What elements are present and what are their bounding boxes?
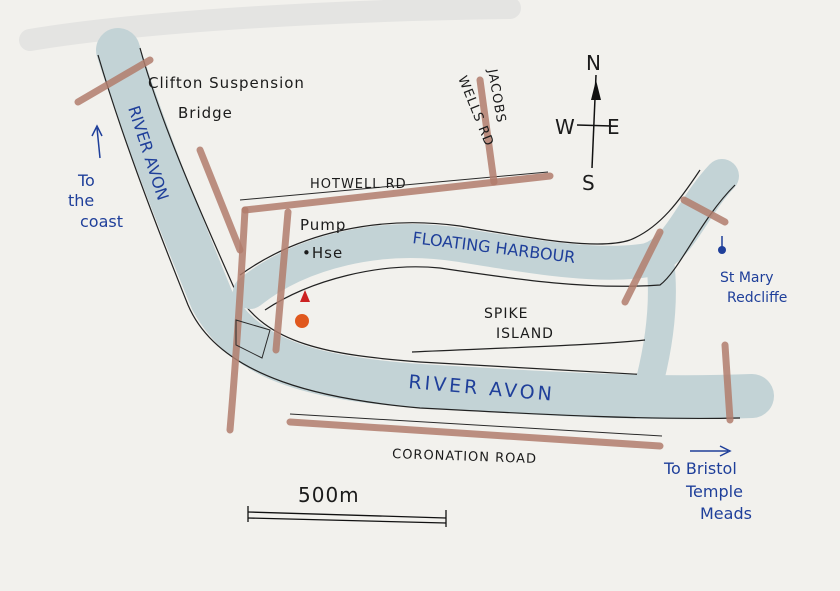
label-pump-1: Pump bbox=[300, 216, 346, 234]
label-st-mary-2: Redcliffe bbox=[727, 290, 787, 306]
scale-bar: 500m bbox=[247, 483, 447, 527]
to-coast-arrow-icon bbox=[91, 124, 103, 159]
compass-rose: N W E S bbox=[555, 51, 621, 195]
paper-wash bbox=[19, 0, 521, 51]
label-coronation-road: CORONATION ROAD bbox=[392, 447, 537, 467]
compass-w: W bbox=[555, 115, 576, 139]
label-to-coast-2: the bbox=[68, 191, 94, 210]
label-to-coast-1: To bbox=[77, 171, 95, 190]
label-clifton-bridge-2: Bridge bbox=[178, 104, 233, 122]
label-pump-2: •Hse bbox=[302, 244, 343, 262]
label-clifton-bridge-1: Clifton Suspension bbox=[148, 74, 305, 92]
label-hotwell-rd: HOTWELL RD bbox=[310, 177, 407, 192]
north-arrow-icon bbox=[591, 80, 601, 100]
location-dot-icon bbox=[295, 314, 309, 328]
river-avon-water bbox=[96, 28, 774, 420]
scale-bar-label: 500m bbox=[298, 483, 360, 507]
to-temple-meads-arrow-icon bbox=[690, 445, 732, 457]
label-to-coast-3: coast bbox=[80, 212, 123, 231]
floating-harbour-water bbox=[233, 159, 739, 394]
pump-house-marker-icon bbox=[300, 290, 310, 302]
label-temple-meads-1: To Bristol bbox=[663, 459, 737, 478]
church-icon bbox=[718, 236, 726, 254]
compass-e: E bbox=[607, 115, 621, 139]
label-spike-1: SPIKE bbox=[484, 306, 528, 322]
compass-n: N bbox=[586, 51, 602, 75]
roads bbox=[74, 56, 734, 450]
label-temple-meads-2: Temple bbox=[685, 482, 743, 501]
label-spike-2: ISLAND bbox=[496, 326, 554, 342]
compass-s: S bbox=[582, 171, 596, 195]
label-temple-meads-3: Meads bbox=[700, 504, 752, 523]
label-st-mary-1: St Mary bbox=[720, 270, 774, 286]
